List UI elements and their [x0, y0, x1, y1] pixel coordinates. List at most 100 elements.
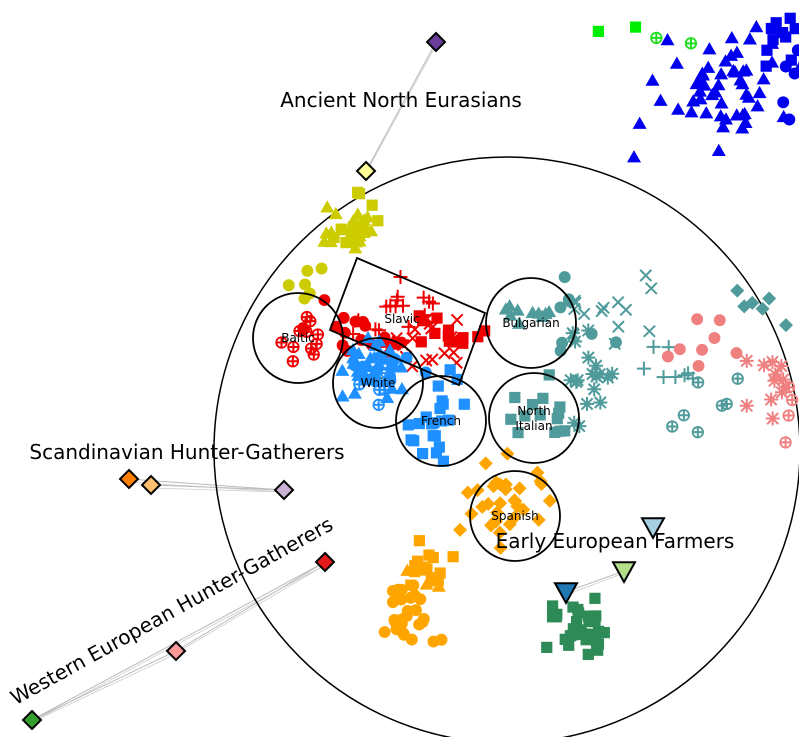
green-squares-point — [629, 21, 642, 33]
ancient-links — [31, 41, 625, 723]
white-circleplus-point-ring — [380, 366, 393, 380]
blue-squares-point — [784, 12, 796, 24]
bulgarian-triangles-point — [503, 308, 518, 321]
spanish-diamonds-point — [453, 522, 468, 537]
yellow-squares-point — [357, 221, 369, 233]
europe-circle — [213, 156, 799, 737]
population-circle — [488, 372, 580, 464]
slavic-squares-point — [472, 331, 484, 343]
blue-triangles-point — [695, 66, 710, 79]
french-squares-point — [458, 398, 470, 410]
salmon-circles-point — [691, 313, 704, 326]
green-squares-eef-point — [593, 625, 605, 637]
population-label-line: White — [361, 376, 396, 390]
green-squares-eef-point — [563, 639, 575, 651]
teal-circleplus-point — [732, 373, 743, 384]
orange-circles-point — [410, 604, 422, 617]
slavic-plus-point — [368, 322, 383, 337]
blue-circles-point — [791, 44, 799, 57]
teal-x-point — [595, 304, 609, 318]
slavic-circles-point — [359, 319, 372, 332]
white-circles-point — [348, 359, 361, 372]
ancient-link-line — [365, 41, 437, 172]
salmon-asterisks-point — [757, 358, 772, 373]
blue-circles-point — [777, 96, 790, 109]
green-squares-point — [592, 25, 604, 38]
green-squares-eef-point — [590, 610, 602, 622]
salmon-asterisks-point — [765, 354, 780, 369]
orange-squares-point — [418, 561, 430, 573]
baltic-circleplus-point-ring — [286, 355, 300, 368]
blue-triangles-point — [671, 102, 686, 115]
orange-squares-point — [413, 535, 425, 547]
teal-diamonds-point — [730, 283, 745, 298]
ancient-sample-eef-2 — [611, 561, 637, 585]
orange-circles-point — [400, 609, 413, 622]
green-squares-eef-point — [547, 600, 559, 612]
orange-triangles-point — [413, 563, 428, 576]
white-circleplus-point — [371, 365, 382, 377]
baltic-circleplus-point — [288, 341, 299, 353]
orange-circles-point — [392, 583, 405, 596]
ancient-link-line — [150, 487, 285, 493]
teal-circleplus-point — [716, 400, 728, 411]
salmon-circles-point — [708, 332, 721, 344]
teal-x-point — [643, 324, 656, 338]
baltic-circleplus-point-ring — [275, 336, 288, 349]
blue-triangles-point — [697, 78, 712, 91]
slavic-plus-point — [425, 296, 440, 311]
population-outlines — [252, 256, 580, 562]
white-triangles-point — [335, 389, 350, 402]
blue-triangles-point — [714, 96, 729, 109]
green-squares-eef-point — [567, 629, 579, 641]
baltic-circleplus-point-ring — [311, 328, 325, 341]
blue-triangles-point — [756, 72, 771, 85]
teal-asterisks-point — [605, 366, 620, 381]
teal-circles-point — [610, 336, 622, 349]
orange-circles-point — [386, 596, 399, 609]
white-circleplus-point-ring — [378, 383, 392, 397]
slavic-squares-point — [431, 312, 443, 324]
teal-asterisks-point — [569, 374, 584, 389]
orange-triangles-point — [428, 574, 443, 587]
north-italian-squares-point — [554, 401, 566, 413]
salmon-asterisks-point — [774, 358, 789, 373]
slavic-squares-point — [429, 327, 441, 339]
salmon-asterisks-point — [739, 353, 754, 368]
population-label: French — [421, 414, 461, 428]
slavic-x-point — [438, 346, 451, 360]
slavic-plus-point — [390, 289, 405, 304]
white-circleplus-point-ring — [353, 378, 366, 391]
population-label: Spanish — [491, 509, 538, 523]
slavic-squares-point — [479, 325, 491, 337]
north-italian-squares-point — [509, 391, 521, 404]
north-italian-squares-point — [551, 413, 563, 425]
teal-circleplus-point-ring — [715, 399, 729, 412]
orange-circles-point — [407, 579, 420, 592]
teal-plus-point — [677, 368, 692, 383]
french-squares-point — [443, 414, 455, 426]
green-squares-eef-point — [570, 615, 583, 628]
slavic-squares-point — [415, 336, 427, 348]
french-squares-point — [437, 398, 449, 410]
blue-triangles-point — [750, 99, 765, 112]
blue-triangles-point — [714, 67, 729, 80]
slavic-plus-point — [396, 298, 411, 313]
french-squares-point — [430, 447, 443, 459]
north-italian-squares-point — [549, 426, 561, 438]
ancient-sample-whg-2 — [165, 640, 187, 662]
population-label-line: Spanish — [491, 509, 538, 523]
yellow-triangles-point — [320, 200, 335, 213]
yellow-circles-point — [301, 264, 314, 277]
baltic-circleplus-point — [294, 325, 305, 337]
salmon-circles-point — [661, 350, 674, 363]
spanish-diamonds-point — [512, 481, 527, 496]
salmon-circleplus-point — [786, 394, 798, 406]
teal-circleplus-point — [678, 410, 690, 421]
blue-triangles-point — [632, 116, 647, 129]
spanish-diamonds-point — [493, 540, 508, 555]
orange-triangles-point — [419, 577, 434, 590]
